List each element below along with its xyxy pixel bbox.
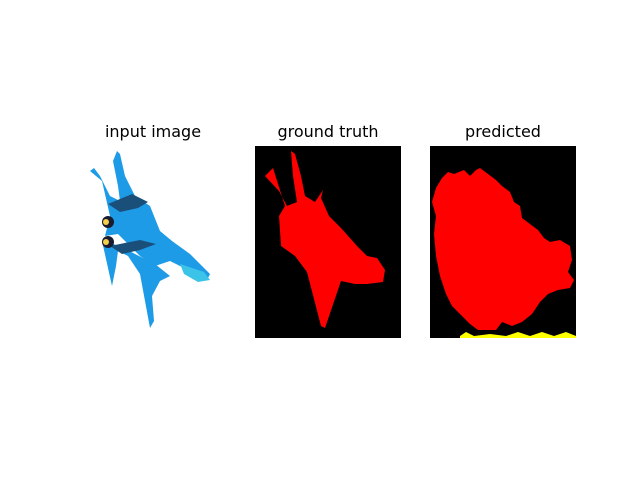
jet-body bbox=[90, 151, 210, 328]
jet-segmentation-mask-icon bbox=[265, 151, 385, 328]
input-image-title: input image bbox=[104, 122, 202, 141]
predicted-panel bbox=[430, 146, 576, 338]
predicted-segmentation-mask-icon bbox=[432, 168, 576, 338]
fighter-jet-photo-icon bbox=[90, 151, 210, 328]
ground-truth-title: ground truth bbox=[277, 122, 379, 141]
predicted-error-region bbox=[460, 332, 576, 338]
predicted-title: predicted bbox=[465, 122, 541, 141]
ground-truth-panel bbox=[255, 146, 401, 338]
predicted-mask bbox=[432, 168, 574, 330]
input-image-panel bbox=[80, 146, 226, 338]
ground-truth-mask bbox=[265, 151, 385, 328]
